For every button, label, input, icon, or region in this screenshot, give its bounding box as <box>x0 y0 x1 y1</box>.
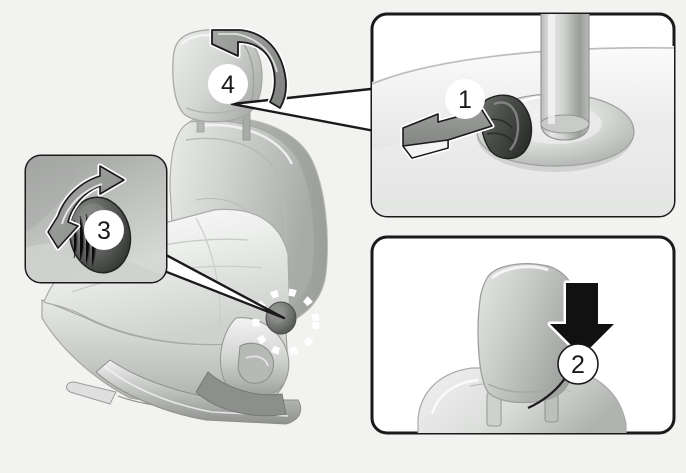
callout-4-badge: 4 <box>208 64 248 104</box>
panel-2-content: 2 <box>417 263 627 433</box>
rotate-arrow-icon <box>45 163 127 251</box>
callout-3-number: 3 <box>97 217 111 245</box>
press-down-arrow-icon <box>547 280 617 359</box>
headrest-posts-detail <box>486 391 559 427</box>
callout-2-badge: 2 <box>557 343 599 385</box>
push-arrow-icon <box>400 107 495 161</box>
callout-4-number: 4 <box>221 71 235 99</box>
panel-3-content: 3 <box>26 156 166 282</box>
seat-support-post <box>540 14 590 141</box>
callout-1-badge: 1 <box>445 79 485 119</box>
callout-1-number: 1 <box>458 86 472 114</box>
recline-lever <box>480 94 533 160</box>
headrest-cushion-detail <box>477 263 582 404</box>
seat-side-trim <box>195 317 290 417</box>
dashed-circle-highlight <box>252 288 320 356</box>
panel-1-content: 1 <box>372 14 674 216</box>
callout-3-badge: 3 <box>84 210 124 250</box>
headrest-tilt-arrow-icon <box>209 27 289 111</box>
callout-2-number: 2 <box>571 351 585 379</box>
